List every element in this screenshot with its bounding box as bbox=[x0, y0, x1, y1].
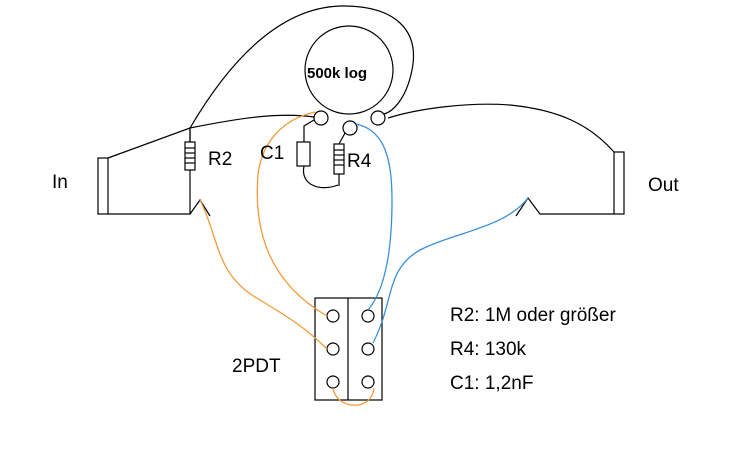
r2-to-pot-wire bbox=[189, 114, 315, 170]
input-jack bbox=[97, 127, 211, 217]
legend-r2: R2: 1M oder größer bbox=[450, 305, 616, 326]
resistor-r2 bbox=[184, 141, 196, 214]
c1-label: C1 bbox=[260, 143, 284, 164]
switch-label: 2PDT bbox=[232, 356, 281, 377]
r2-label: R2 bbox=[208, 149, 232, 170]
input-to-pot-wire bbox=[189, 5, 414, 129]
orange-wire-pot bbox=[256, 111, 328, 317]
legend-r4: R4: 130k bbox=[450, 339, 527, 360]
potentiometer bbox=[304, 25, 394, 136]
resistor-r4 bbox=[333, 132, 346, 186]
input-label: In bbox=[52, 172, 68, 193]
orange-wire-bridge bbox=[332, 387, 375, 406]
output-jack bbox=[387, 103, 625, 217]
pot-label: 500k log bbox=[307, 65, 367, 82]
switch-2pdt bbox=[314, 297, 383, 401]
output-label: Out bbox=[648, 175, 679, 196]
blue-wire-output bbox=[372, 197, 529, 344]
legend-c1: C1: 1,2nF bbox=[450, 373, 533, 394]
orange-wire-input bbox=[199, 199, 328, 350]
capacitor-c1 bbox=[296, 119, 339, 189]
r4-label: R4 bbox=[347, 151, 372, 172]
blue-wire-pot bbox=[355, 123, 393, 311]
